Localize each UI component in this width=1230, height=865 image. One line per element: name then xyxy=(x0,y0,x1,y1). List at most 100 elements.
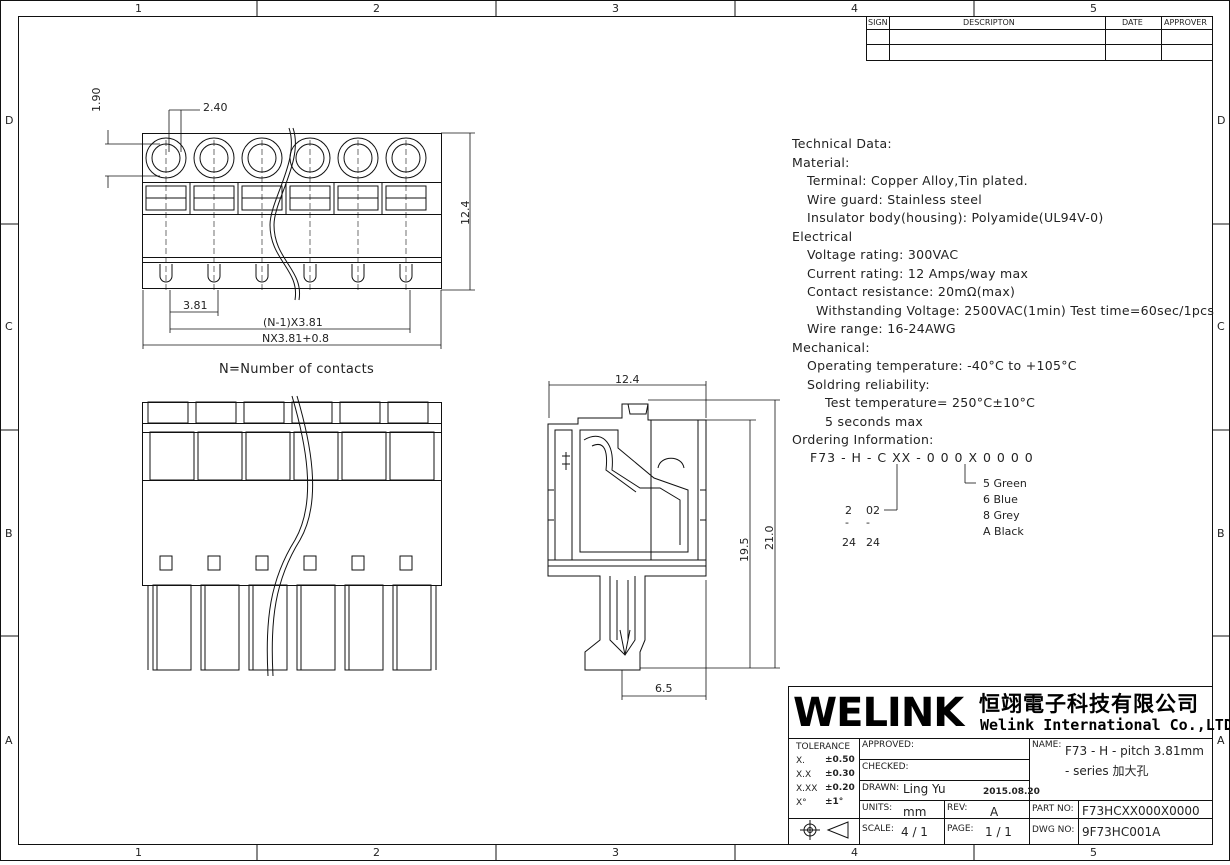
zone-row-a-right: A xyxy=(1217,734,1225,747)
front-cell-top xyxy=(339,401,381,424)
technical-line: Terminal: Copper Alloy,Tin plated. xyxy=(807,173,1028,188)
technical-line: Withstanding Voltage: 2500VAC(1min) Test… xyxy=(816,302,1215,318)
technical-line: Wire guard: Stainless steel xyxy=(807,191,983,207)
dim-12-4-top: 12.4 xyxy=(615,373,640,386)
front-cell-top xyxy=(243,401,285,424)
zone-col-2-bottom: 2 xyxy=(373,846,380,859)
screw-slot xyxy=(351,264,365,283)
tolerance-key: X.XX xyxy=(796,784,818,794)
inner-frame xyxy=(18,16,1213,845)
front-cell-top xyxy=(147,401,189,424)
approved-label: APPROVED: xyxy=(862,740,914,750)
range-dash-b: - xyxy=(866,516,870,529)
pin-leg xyxy=(152,584,192,671)
test-hole xyxy=(351,555,365,571)
range-from-b: 02 xyxy=(866,504,880,517)
front-cell-window xyxy=(149,431,195,481)
drawn-by: Ling Yu xyxy=(903,782,946,796)
pin-leg xyxy=(200,584,240,671)
color-option: A Black xyxy=(983,525,1024,538)
tolerance-value: ±0.30 xyxy=(825,769,855,779)
top-view xyxy=(142,127,442,301)
page-value: 1 / 1 xyxy=(985,825,1012,839)
zone-col-5-top: 5 xyxy=(1090,2,1097,15)
zone-row-b-right: B xyxy=(1217,527,1225,540)
zone-col-5-bottom: 5 xyxy=(1090,846,1097,859)
technical-line: Insulator body(housing): Polyamide(UL94V… xyxy=(807,210,1104,225)
tolerance-key: X° xyxy=(796,798,807,808)
color-option: 5 Green xyxy=(983,477,1027,490)
front-cell-window xyxy=(197,431,243,481)
name-line-1: F73 - H - pitch 3.81mm xyxy=(1065,744,1204,758)
pin-leg xyxy=(296,584,336,671)
rev-value: A xyxy=(990,805,999,819)
range-from-a: 2 xyxy=(845,504,852,517)
technical-line: Ordering Information: xyxy=(792,432,934,447)
company-name-en: Welink International Co.,LTD. xyxy=(980,716,1230,734)
technical-line: Mechanical: xyxy=(792,339,870,355)
rev-header-date: DATE xyxy=(1122,18,1143,27)
contacts-note: N=Number of contacts xyxy=(219,362,375,377)
screw-slot xyxy=(255,264,269,283)
name-label: NAME: xyxy=(1032,740,1062,750)
zone-col-3-bottom: 3 xyxy=(612,846,619,859)
zone-row-d-left: D xyxy=(5,114,14,127)
scale-value: 4 / 1 xyxy=(901,825,928,839)
technical-line: Test temperature= 250°C±10°C xyxy=(825,395,1036,410)
dim-1-90: 1.90 xyxy=(90,87,103,113)
screw-slot xyxy=(303,264,317,283)
color-option: 8 Grey xyxy=(983,509,1020,522)
zone-col-2-top: 2 xyxy=(373,2,380,15)
side-view-dimensions xyxy=(548,381,780,700)
technical-line: Operating temperature: -40°C to +105°C xyxy=(807,358,1077,373)
part-no-value: F73HCXX000X0000 xyxy=(1082,804,1200,818)
test-hole xyxy=(255,555,269,571)
front-cell-window xyxy=(341,431,387,481)
part-no-label: PART NO: xyxy=(1032,804,1074,814)
rev-label: REV: xyxy=(947,803,968,813)
front-cell-window xyxy=(245,431,291,481)
company-name-cn: 恒翊電子科技有限公司 xyxy=(979,691,1199,716)
zone-col-4-bottom: 4 xyxy=(851,846,858,859)
technical-line: Voltage rating: 300VAC xyxy=(807,247,959,262)
units-label: UNITS: xyxy=(862,803,893,813)
test-hole xyxy=(399,555,413,571)
title-block xyxy=(788,686,1213,845)
front-cell-window xyxy=(389,431,435,481)
zone-col-3-top: 3 xyxy=(612,2,619,15)
dim-nx-pitch: NX3.81+0.8 xyxy=(262,332,329,345)
drawn-date: 2015.08.20 xyxy=(983,787,1040,797)
zone-col-1-bottom: 1 xyxy=(135,846,142,859)
test-hole xyxy=(159,555,173,571)
pin-leg xyxy=(392,584,432,671)
ordering-code: F73 - H - C XX - 0 0 0 X 0 0 0 0 xyxy=(810,450,1034,465)
zone-row-d-right: D xyxy=(1217,114,1226,127)
zone-row-a-left: A xyxy=(5,734,13,747)
technical-line: Technical Data: xyxy=(792,136,892,151)
technical-line: Wire range: 16-24AWG xyxy=(807,321,956,336)
screw-slot xyxy=(159,264,173,283)
dwg-no-value: 9F73HC001A xyxy=(1082,825,1161,839)
test-hole xyxy=(207,555,221,571)
top-view-dimensions xyxy=(105,109,475,349)
tolerance-value: ±0.20 xyxy=(825,783,855,793)
page-label: PAGE: xyxy=(947,824,974,834)
technical-line: Current rating: 12 Amps/way max xyxy=(807,265,1029,281)
front-cell-window xyxy=(293,431,339,481)
dim-3-81: 3.81 xyxy=(183,299,208,312)
side-view xyxy=(547,403,707,671)
dim-6-5: 6.5 xyxy=(655,682,673,695)
rev-header-approver: APPROVER xyxy=(1164,18,1207,27)
rev-header-sign: SIGN xyxy=(868,18,888,27)
zone-row-b-left: B xyxy=(5,527,13,540)
technical-line: Electrical xyxy=(792,228,853,244)
zone-col-1-top: 1 xyxy=(135,2,142,15)
tolerance-value: ±0.50 xyxy=(825,755,855,765)
range-to-a: 24 xyxy=(842,536,856,549)
dwg-no-label: DWG NO: xyxy=(1032,825,1075,835)
dim-21-0: 21.0 xyxy=(763,525,776,551)
tolerance-key: X. xyxy=(796,756,806,766)
color-option: 6 Blue xyxy=(983,493,1018,506)
